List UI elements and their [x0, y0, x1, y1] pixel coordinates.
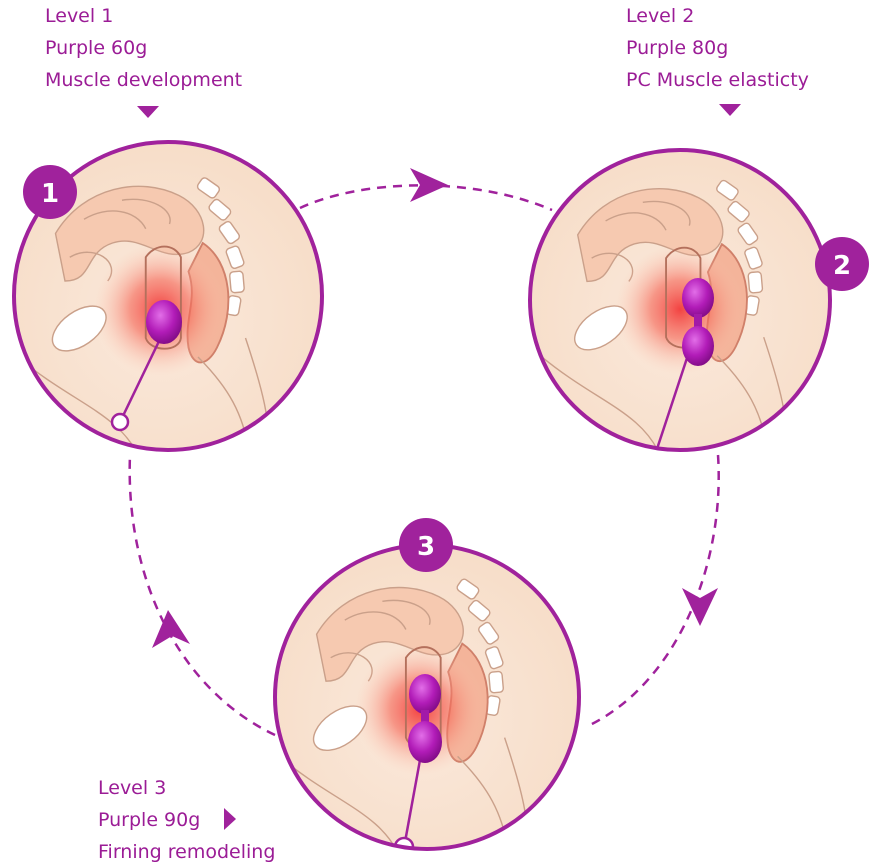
pointer-right-icon	[224, 808, 236, 830]
stage-3-label: Level 3 Purple 90g Firning remodeling	[98, 772, 275, 868]
kegel-ball-upper-icon	[409, 674, 441, 714]
arrowhead-right-icon	[410, 168, 448, 202]
arc-3-to-1	[128, 454, 276, 737]
arrowhead-down-icon	[682, 588, 718, 626]
svg-text:3: 3	[417, 532, 435, 562]
stage-2-illustration: 2	[528, 148, 869, 452]
pointer-down-icon	[137, 106, 159, 118]
cycle-arrowheads	[152, 168, 718, 648]
cycle-arrows	[128, 184, 720, 737]
kegel-ball-lower-icon	[682, 326, 714, 366]
stage-3-level: Level 3	[98, 777, 167, 799]
svg-text:2: 2	[833, 251, 851, 281]
stage-3-benefit: Firning remodeling	[98, 841, 276, 863]
pull-ring-icon	[641, 449, 663, 450]
stage-2-badge: 2	[815, 237, 869, 291]
stage-3-weight: Purple 90g	[98, 809, 201, 831]
stage-2-level: Level 2	[626, 5, 695, 27]
stage-2-weight: Purple 80g	[626, 37, 729, 59]
pointer-down-icon	[719, 104, 741, 116]
stage-1-benefit: Muscle development	[45, 69, 243, 91]
kegel-ball-icon	[146, 300, 182, 344]
arc-1-to-2	[299, 184, 553, 212]
stage-3-badge: 3	[399, 518, 453, 572]
pull-ring-icon	[110, 412, 130, 432]
stage-2-benefit: PC Muscle elasticty	[626, 69, 809, 91]
kegel-ball-upper-icon	[682, 278, 714, 318]
kegel-ball-lower-icon	[408, 721, 442, 763]
stage-1-label: Level 1 Purple 60g Muscle development	[45, 0, 242, 96]
stage-1-weight: Purple 60g	[45, 37, 148, 59]
stage-1-level: Level 1	[45, 5, 114, 27]
svg-text:1: 1	[41, 179, 59, 209]
stage-3-illustration: 3	[273, 518, 581, 851]
arrowhead-up-icon	[152, 610, 190, 648]
stage-2-label: Level 2 Purple 80g PC Muscle elasticty	[626, 0, 809, 96]
stage-1-badge: 1	[23, 165, 77, 219]
stage-1-illustration: 1	[12, 140, 324, 452]
arc-2-to-3	[589, 454, 720, 727]
